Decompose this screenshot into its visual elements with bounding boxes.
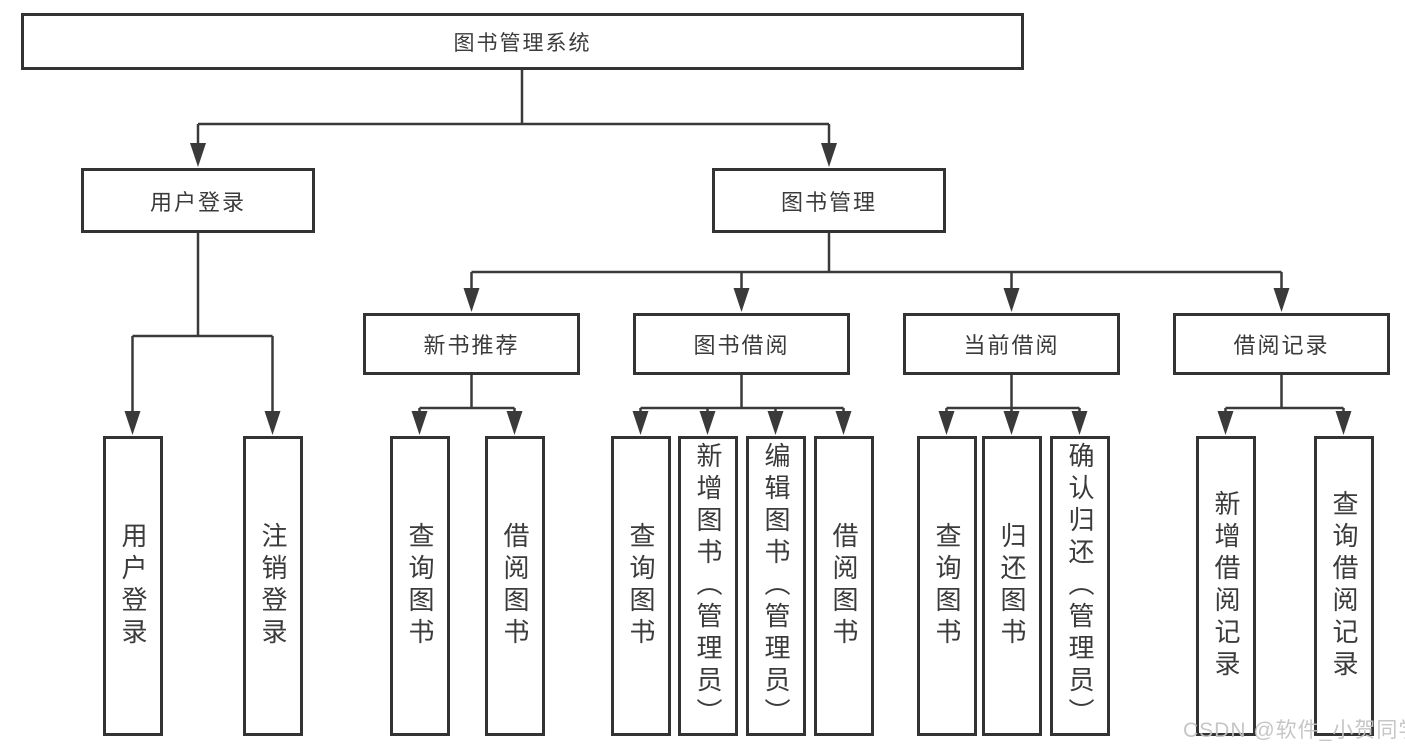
leaf-borrow-book: 借阅图书 — [814, 436, 874, 736]
leaf-return-book: 归还图书 — [982, 436, 1042, 736]
node-book-borrow: 图书借阅 — [633, 313, 850, 375]
leaf-query-book-current: 查询图书 — [917, 436, 977, 736]
node-new-book-recommend: 新书推荐 — [363, 313, 580, 375]
leaf-user-login: 用户登录 — [103, 436, 163, 736]
leaf-add-book-admin: 新增图书（管理员） — [678, 436, 738, 736]
leaf-confirm-return-admin: 确认归还（管理员） — [1050, 436, 1110, 736]
leaf-logout: 注销登录 — [243, 436, 303, 736]
leaf-borrow-book-recommend: 借阅图书 — [485, 436, 545, 736]
node-user-login: 用户登录 — [81, 168, 315, 233]
node-library-system: 图书管理系统 — [21, 13, 1024, 70]
leaf-edit-book-admin: 编辑图书（管理员） — [746, 436, 806, 736]
watermark: CSDN @软件_小贺同学 — [1183, 719, 1405, 742]
node-current-borrow: 当前借阅 — [903, 313, 1120, 375]
node-book-management: 图书管理 — [712, 168, 946, 233]
leaf-query-book-recommend: 查询图书 — [390, 436, 450, 736]
leaf-query-book-borrow: 查询图书 — [611, 436, 671, 736]
leaf-add-borrow-record: 新增借阅记录 — [1196, 436, 1256, 736]
leaf-query-borrow-record: 查询借阅记录 — [1314, 436, 1374, 736]
node-borrow-record: 借阅记录 — [1173, 313, 1390, 375]
